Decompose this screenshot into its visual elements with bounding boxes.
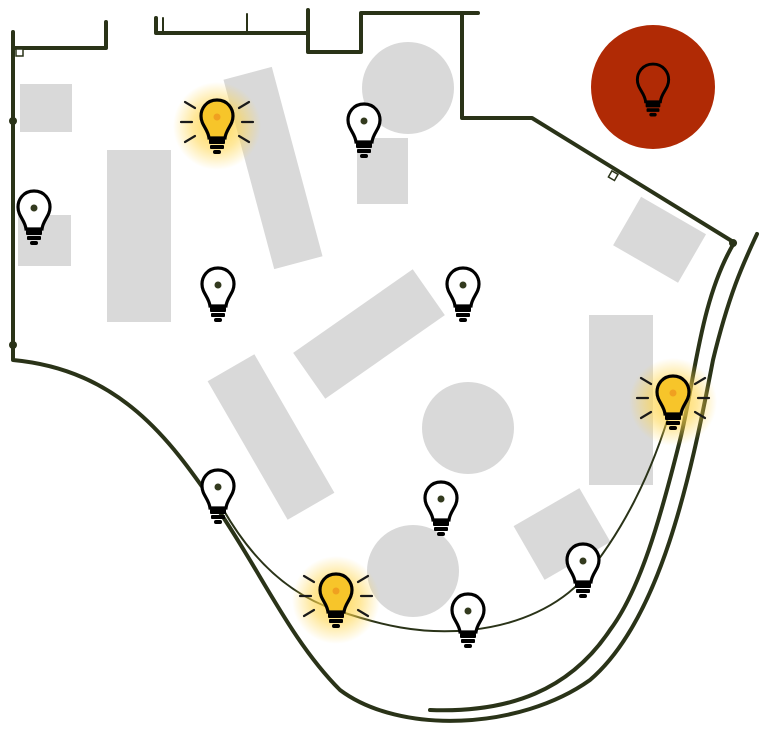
lightbulb-on-icon (318, 572, 354, 628)
lightbulb-off-icon (445, 266, 481, 322)
lightbulb-off-icon (346, 102, 382, 158)
round-table (367, 525, 459, 617)
lightbulb-off-icon (450, 592, 486, 648)
light-ray (183, 100, 197, 110)
wall (428, 241, 736, 713)
light-ray (302, 574, 316, 584)
wall (154, 16, 310, 35)
lightbulb-on-icon (199, 98, 235, 154)
wall (460, 12, 737, 245)
master-light-toggle[interactable] (591, 25, 715, 149)
wall-node (9, 341, 17, 349)
wall-marker (15, 48, 24, 57)
light-bulb-7[interactable] (200, 468, 236, 524)
table (207, 354, 335, 520)
light-ray (693, 410, 707, 420)
light-bulb-5[interactable] (445, 266, 481, 322)
lightbulb-on-icon (655, 374, 691, 430)
light-ray (183, 134, 197, 144)
table (20, 84, 72, 132)
lightbulb-off-icon (200, 266, 236, 322)
wall (306, 8, 480, 54)
lightbulb-off-icon (200, 468, 236, 524)
furniture-layer (18, 42, 707, 617)
lightbulb-icon (635, 62, 671, 117)
light-bulb-8[interactable] (423, 480, 459, 536)
light-bulb-1[interactable] (173, 82, 261, 170)
lightbulb-off-icon (565, 542, 601, 598)
table (513, 488, 611, 580)
light-ray (639, 410, 653, 420)
light-bulb-3[interactable] (16, 189, 52, 245)
light-bulb-2[interactable] (346, 102, 382, 158)
light-bulb-10[interactable] (450, 592, 486, 648)
light-bulb-11[interactable] (565, 542, 601, 598)
light-ray (693, 376, 707, 386)
lightbulb-off-icon (16, 189, 52, 245)
table (293, 269, 445, 399)
lightbulb-off-icon (423, 480, 459, 536)
wall-marker (607, 169, 619, 182)
light-bulb-6[interactable] (629, 358, 717, 446)
round-table (422, 382, 514, 474)
wall (11, 20, 108, 50)
light-ray (302, 608, 316, 618)
round-table (362, 42, 454, 134)
light-ray (356, 574, 370, 584)
table (613, 196, 707, 283)
light-ray (237, 134, 251, 144)
wall (11, 30, 759, 723)
light-bulb-4[interactable] (200, 266, 236, 322)
light-ray (639, 376, 653, 386)
wall-node (9, 117, 17, 125)
lights-layer (16, 82, 717, 648)
table (107, 150, 171, 322)
light-ray (356, 608, 370, 618)
wall-node (729, 239, 737, 247)
light-ray (237, 100, 251, 110)
light-bulb-9[interactable] (292, 556, 380, 644)
